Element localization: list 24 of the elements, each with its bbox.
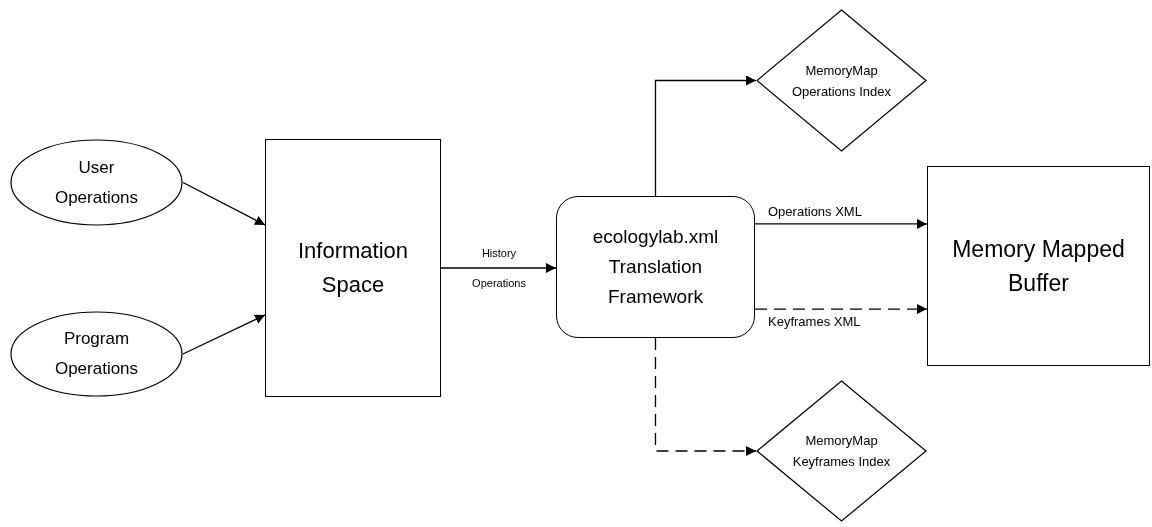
decision-diamond (756, 9, 927, 152)
arrow (440, 263, 557, 273)
arrow (654, 75, 757, 197)
edge-label: Operations XML (768, 203, 862, 221)
edge-label: Keyframes XML (768, 313, 861, 331)
dashed-arrow (654, 337, 757, 456)
process-box (265, 139, 441, 397)
node-text: MemoryMap Operations Index (791, 61, 892, 101)
node-text: User Operations (53, 156, 140, 209)
node-text: Memory Mapped Buffer (951, 235, 1126, 298)
node-text: Program Operations (53, 328, 140, 380)
process-ellipse (10, 311, 183, 397)
arrow (754, 218, 928, 229)
arrow (182, 314, 266, 355)
dashed-arrow (754, 304, 928, 315)
arrow (182, 181, 266, 226)
node-text: ecologylab.xml Translation Framework (591, 225, 720, 309)
rounded-process-box (556, 196, 755, 338)
node-text: Information Space (296, 237, 410, 299)
process-box (927, 166, 1150, 366)
edge-label: History Operations (471, 246, 527, 291)
process-ellipse (10, 139, 183, 226)
decision-diamond (756, 380, 927, 522)
node-text: MemoryMap Keyframes Index (791, 432, 892, 471)
